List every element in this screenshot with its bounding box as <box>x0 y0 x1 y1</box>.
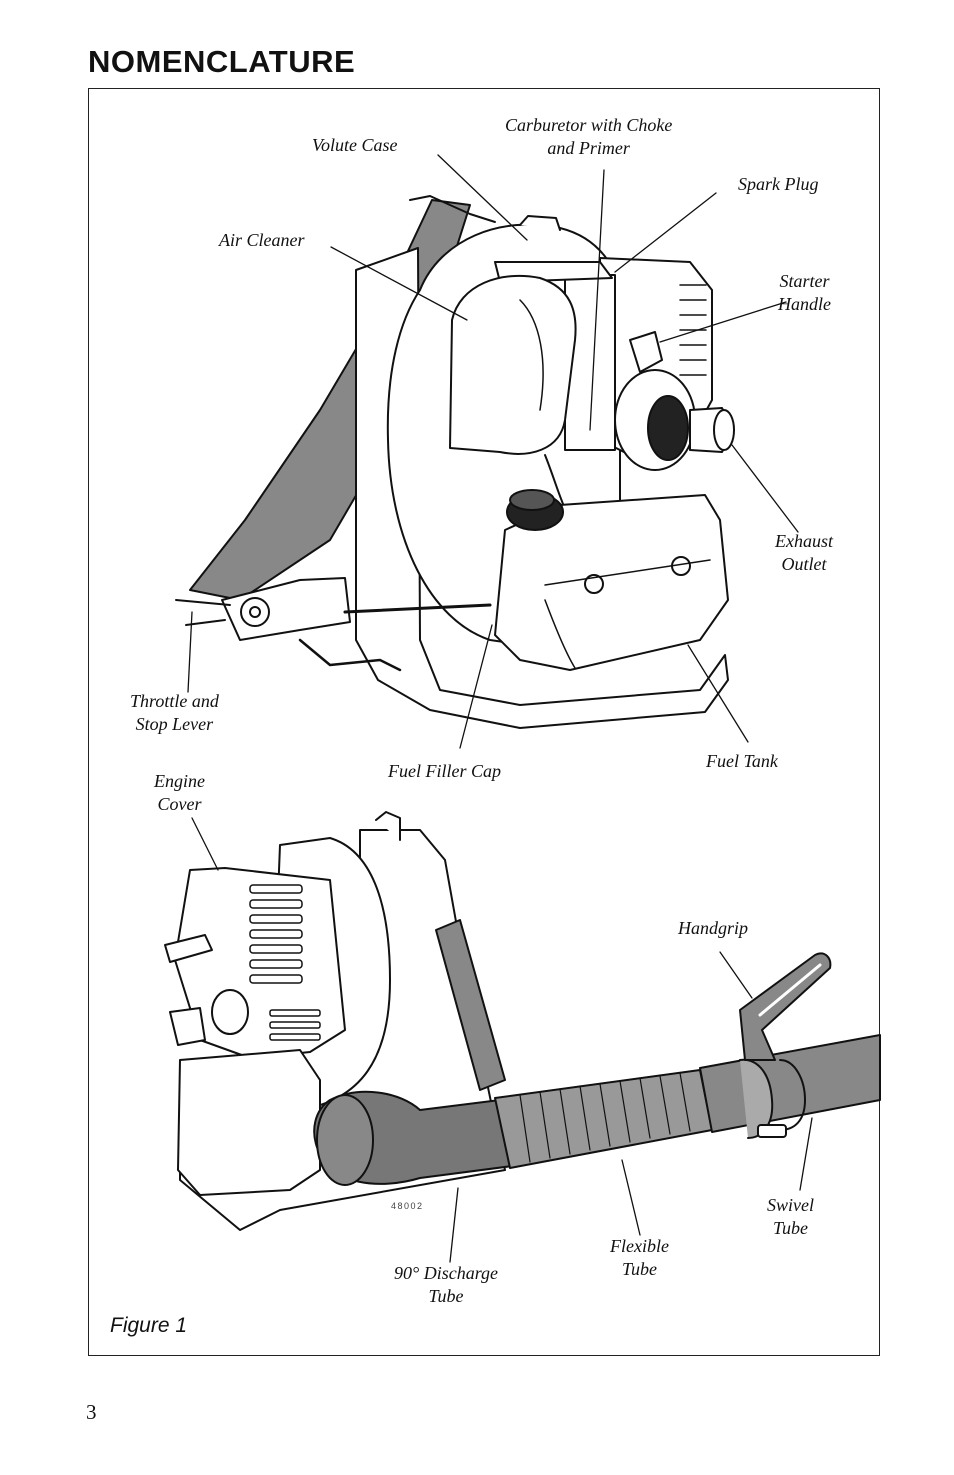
bottom-blower-drawing <box>164 811 881 1231</box>
lower-fuel-tank <box>177 1049 321 1196</box>
leader-lines-bottom <box>191 817 813 1263</box>
label-engine-cover-line1: Engine <box>154 771 205 791</box>
label-spark-plug: Spark Plug <box>738 174 819 194</box>
flexible-tube <box>494 1069 713 1169</box>
label-fuel-tank: Fuel Tank <box>706 751 778 771</box>
label-discharge-tube-line1: 90° Discharge <box>394 1263 499 1283</box>
label-discharge-tube-line2: Tube <box>428 1286 464 1306</box>
handgrip <box>739 952 832 1061</box>
label-swivel-tube-line1: Swivel <box>767 1195 814 1215</box>
figure-part-number: 48002 <box>391 1201 424 1211</box>
label-exhaust-outlet: Exhaust Outlet <box>775 530 833 576</box>
label-swivel-tube: Swivel Tube <box>767 1194 814 1240</box>
page-heading: NOMENCLATURE <box>88 44 356 79</box>
label-air-cleaner: Air Cleaner <box>219 230 305 250</box>
top-blower-drawing <box>175 195 735 729</box>
recoil-handle <box>164 934 213 963</box>
label-flexible-tube-line1: Flexible <box>610 1236 669 1256</box>
label-discharge-tube: 90° Discharge Tube <box>394 1262 498 1308</box>
page-number: 3 <box>86 1400 97 1424</box>
fuel-tank <box>494 494 729 671</box>
label-exhaust-outlet-line2: Outlet <box>781 554 827 574</box>
label-flexible-tube-line2: Tube <box>621 1259 657 1279</box>
label-swivel-tube-line2: Tube <box>772 1218 808 1238</box>
label-flexible-tube: Flexible Tube <box>610 1235 669 1281</box>
swivel-tube <box>699 1034 881 1133</box>
label-throttle-line1: Throttle and <box>130 691 219 711</box>
label-throttle-line2: Stop Lever <box>135 714 214 734</box>
label-fuel-filler-cap: Fuel Filler Cap <box>388 761 501 781</box>
lower-strap <box>435 919 506 1091</box>
leader-lines-top <box>187 154 799 749</box>
label-throttle: Throttle and Stop Lever <box>130 690 219 736</box>
figure-caption: Figure 1 <box>110 1314 188 1337</box>
label-volute-case: Volute Case <box>312 135 398 155</box>
figure-frame <box>88 88 880 1356</box>
label-carburetor: Carburetor with Choke and Primer <box>505 114 672 160</box>
label-handgrip: Handgrip <box>678 918 749 938</box>
starter-handle-grip <box>629 331 663 373</box>
air-cleaner-cover <box>449 274 577 455</box>
label-carburetor-line2: and Primer <box>547 138 630 158</box>
label-carburetor-line1: Carburetor with Choke <box>505 115 673 135</box>
label-starter-handle: Starter Handle <box>778 270 831 316</box>
label-exhaust-outlet-line1: Exhaust <box>775 531 833 551</box>
label-engine-cover: Engine Cover <box>154 770 205 816</box>
back-frame <box>355 247 729 729</box>
label-starter-handle-line2: Handle <box>778 294 831 314</box>
label-engine-cover-line2: Cover <box>157 794 202 814</box>
label-starter-handle-line1: Starter <box>779 271 830 291</box>
